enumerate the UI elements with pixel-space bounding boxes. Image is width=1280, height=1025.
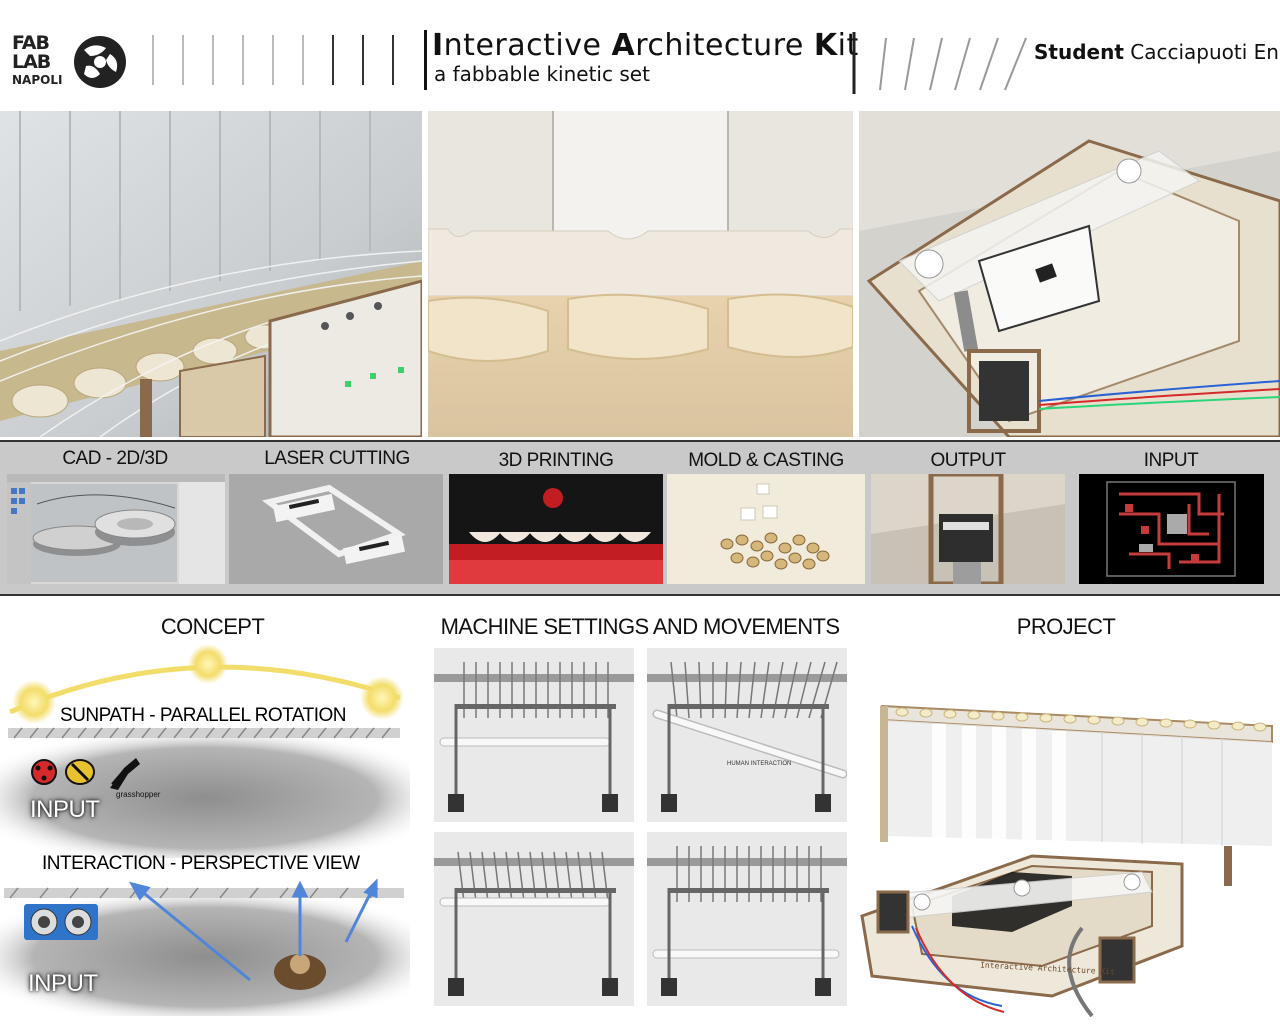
photo-cast-closeup [428,111,853,437]
student-label: Student [1034,40,1124,64]
process-label-cad: CAD - 2D/3D [62,448,168,469]
thumb-3dprinting [449,474,663,584]
process-label-input: INPUT [1143,450,1199,471]
section-title-project: PROJECT [1016,614,1116,639]
logo-line-3: NAPOLI [12,73,63,87]
header-left-hatch [152,35,394,85]
thumb-output [871,474,1065,584]
section-title-machine: MACHINE SETTINGS AND MOVEMENTS [440,614,840,639]
thumb-cad [7,474,225,584]
human-interaction-label: HUMAN INTERACTION [727,761,792,767]
concept-grasshopper-label: grasshopper [116,790,161,799]
concept-input-label-2: INPUT [28,970,98,997]
student-credit: Student Cacciapuoti Enrico [1034,40,1280,64]
ladybug-icon [31,759,57,785]
machine-panel-1 [434,648,634,822]
concept-interaction-label: INTERACTION - PERSPECTIVE VIEW [42,853,360,874]
concept-sunpath-label: SUNPATH - PARALLEL ROTATION [60,705,346,726]
title-divider [424,30,427,90]
process-label-casting: MOLD & CASTING [688,450,844,471]
photo-prototype-tubes [0,111,422,437]
concept-diagram: SUNPATH - PARALLEL ROTATION INPUT grassh… [0,640,410,1020]
machine-panel-2: HUMAN INTERACTION [647,648,848,822]
machine-panel-4 [647,832,847,1006]
grasshopper-icon [110,758,140,790]
process-label-3dprinting: 3D PRINTING [498,450,614,471]
page-subtitle: a fabbable kinetic set [434,62,650,86]
photo-motor-frame [859,111,1280,437]
ultrasonic-sensor-icon [24,904,98,940]
logo-line-2: LAB [12,51,51,73]
title-rest-2: rchitecture [635,28,814,63]
project-render: Interactive Architecture Kit [852,696,1280,1018]
thumb-casting [667,474,865,584]
page-title: Interactive Architecture Kit [432,28,859,63]
title-rest-1: nteractive [443,28,612,63]
fablab-logo: FAB LAB NAPOLI [10,34,130,92]
concept-input-label-1: INPUT [30,796,100,823]
thumb-laser [229,474,443,584]
process-label-laser: LASER CUTTING [264,448,410,469]
header: FAB LAB NAPOLI Interactive Architecture … [0,0,1280,108]
person-icon [274,954,326,990]
student-name: Cacciapuoti Enrico [1130,40,1280,64]
fablab-globe-icon [74,36,126,88]
title-initial-3: K [813,28,838,63]
title-initial-1: I [432,28,444,63]
title-initial-2: A [611,28,636,63]
machine-panel-3 [434,832,634,1006]
logo-line-1: FAB [12,32,50,54]
thumb-input-pcb [1079,474,1264,584]
process-label-output: OUTPUT [930,450,1006,471]
honeybee-icon [65,759,95,785]
section-title-concept: CONCEPT [160,614,265,639]
header-right-hatch [852,32,1027,94]
